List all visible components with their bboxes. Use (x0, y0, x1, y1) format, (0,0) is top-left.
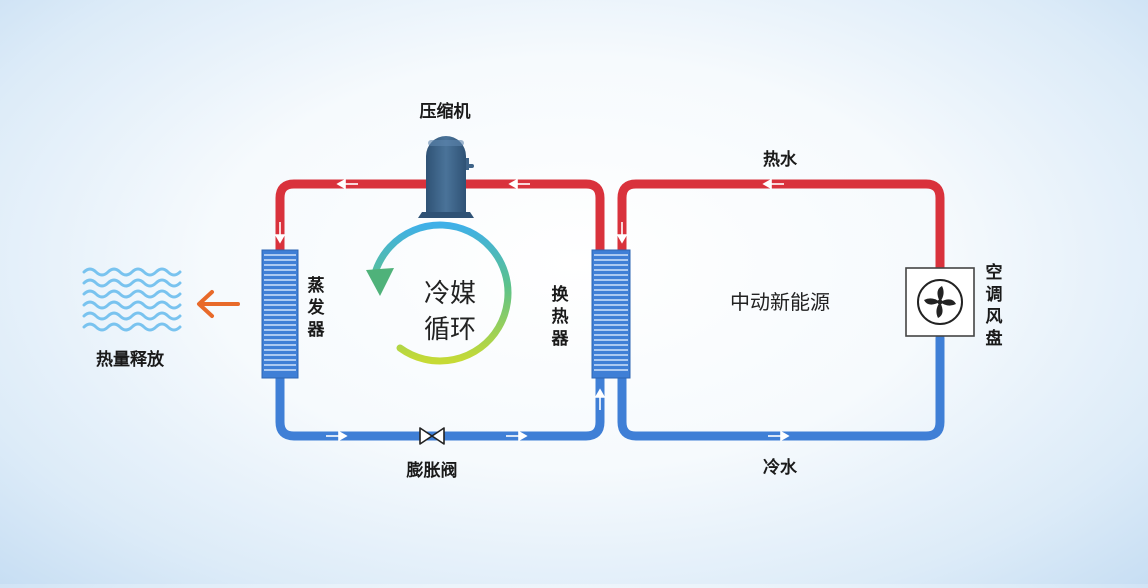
arrow-left-icon (762, 178, 784, 190)
right-hot-pipe (617, 179, 945, 273)
heat-exchanger-label: 换 热 器 (551, 284, 570, 349)
compressor-icon (418, 136, 474, 218)
valve-icon (419, 427, 445, 445)
fan-icon (924, 286, 956, 318)
arrow-up-icon (594, 388, 606, 410)
wave-line (82, 278, 182, 288)
svg-text:换: 换 (552, 284, 570, 305)
hot-water-label: 热水 (763, 149, 798, 170)
right-cold-pipe (617, 333, 945, 441)
wave-line (82, 289, 182, 299)
fan-coil-label: 空 调 风 盘 (986, 262, 1003, 349)
compressor-label: 压缩机 (420, 101, 471, 122)
arrow-down-icon (616, 222, 628, 244)
arrow-right-icon (506, 430, 528, 442)
arrow-down-icon (274, 222, 286, 244)
cycle-label-line2: 循环 (424, 315, 476, 345)
svg-text:蒸: 蒸 (308, 276, 325, 296)
heat-exchanger-coil-icon (591, 249, 631, 379)
svg-text:发: 发 (307, 297, 326, 318)
wave-line (82, 311, 182, 321)
fan-coil-unit (905, 267, 975, 337)
svg-text:风: 风 (986, 307, 1003, 327)
wave-line (82, 300, 182, 310)
heat-release-label: 热量释放 (96, 349, 165, 370)
cycle-label-line1: 冷媒 (424, 279, 476, 309)
arrow-left-icon (336, 178, 358, 190)
wave-line (82, 322, 182, 332)
expansion-valve-label: 膨胀阀 (407, 460, 458, 481)
orange-arrow-left-icon (197, 290, 240, 318)
svg-text:热: 热 (552, 306, 569, 327)
arrow-right-icon (768, 430, 790, 442)
arrow-left-icon (508, 178, 530, 190)
cold-water-label: 冷水 (763, 457, 798, 478)
svg-text:调: 调 (986, 285, 1003, 305)
svg-text:空: 空 (986, 262, 1003, 283)
arrow-right-icon (326, 430, 348, 442)
wave-line (82, 267, 182, 277)
energy-source-label: 中动新能源 (730, 290, 830, 314)
left-cold-pipe (275, 373, 605, 441)
evaporator-coil-icon (261, 249, 299, 379)
flow-arrows (274, 178, 790, 442)
evaporator-label: 蒸 发 器 (307, 276, 326, 340)
svg-text:盘: 盘 (986, 328, 1003, 349)
wave-icon (82, 267, 182, 332)
cycle-arrow-icon (366, 221, 512, 365)
svg-text:器: 器 (551, 329, 570, 349)
svg-text:器: 器 (307, 320, 326, 340)
